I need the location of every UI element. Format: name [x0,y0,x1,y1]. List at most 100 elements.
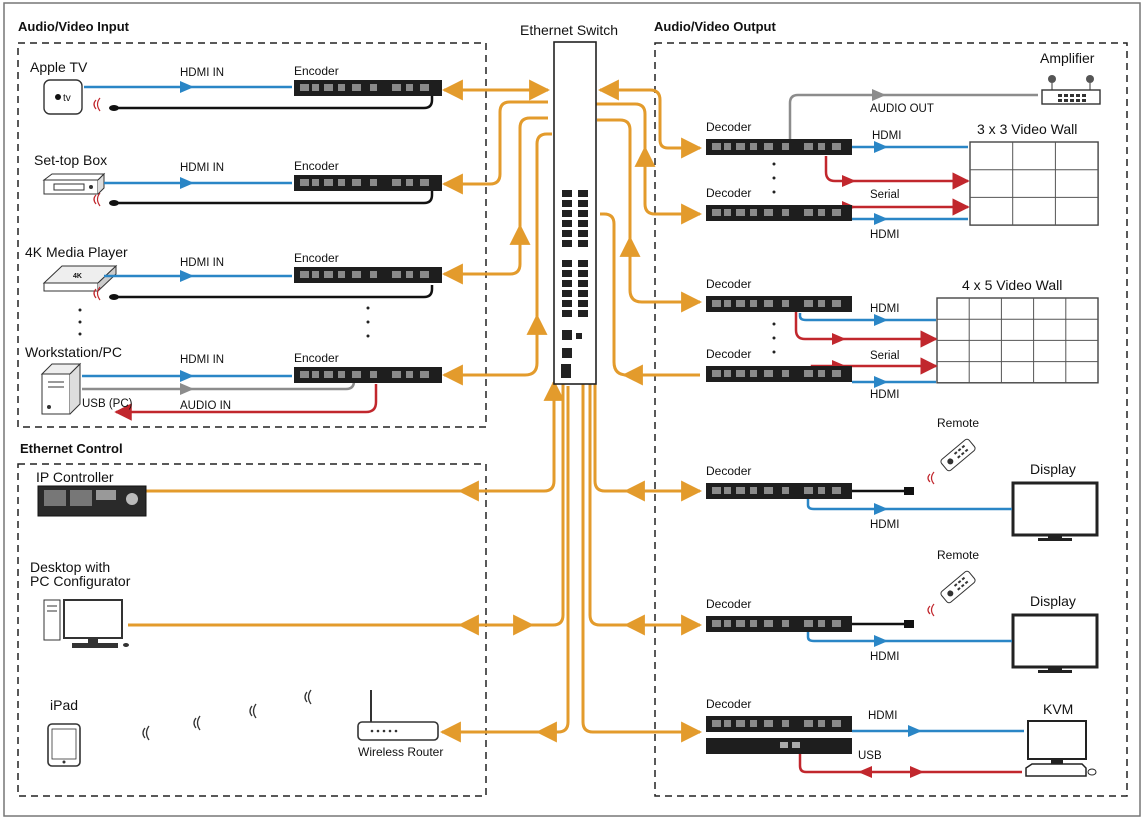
decoder-5 [706,483,852,499]
encoder-3-label: Encoder [294,251,339,265]
decoder-2-label: Decoder [706,186,751,200]
decoder-5-label: Decoder [706,464,751,478]
decoder-1-label: Decoder [706,120,751,134]
audio-out-link [788,93,1038,140]
display-label-2: Display [1030,593,1076,609]
encoder-1-label: Encoder [294,64,339,78]
remote-icon-1 [940,438,976,472]
ip-controller-label: IP Controller [36,469,114,485]
hdmi-in-label-3: HDMI IN [180,257,224,269]
amplifier-label: Amplifier [1040,50,1095,66]
ir-wave-marks [93,97,101,301]
svg-text:4K: 4K [73,273,82,280]
hdmi-label-w4: HDMI [870,389,899,401]
usb-pc-arrow [180,383,194,395]
decoder-2 [706,205,852,221]
kvm-usb-arrow-left [858,766,872,778]
media-player-label: 4K Media Player [25,244,128,260]
display-hdmi-links [806,497,1012,643]
encoder-3 [294,267,442,283]
wireless-router-label: Wireless Router [358,745,443,759]
video-wall-3x3-label: 3 x 3 Video Wall [977,121,1077,137]
more-decoders-dots [772,162,776,354]
desktop-pc-icon [43,599,129,648]
encoder-1 [294,80,442,96]
desktop-label-line1: Desktop with [30,559,110,575]
audio-in-label: AUDIO IN [180,400,231,412]
av-input-title: Audio/Video Input [18,19,130,34]
decoder-4-label: Decoder [706,347,751,361]
kvm-icon [1025,720,1097,777]
audio-in-link [114,384,378,421]
control-section-box [17,463,487,797]
hdmi-label-w1: HDMI [872,130,901,142]
kvm-hdmi-arrow [908,725,922,737]
wireless-router-icon [357,690,439,741]
remote-label-1: Remote [937,416,979,430]
video-wall-4x5 [936,297,1099,384]
encoder-4 [294,367,442,383]
serial-label-w1: Serial [870,189,899,201]
serial-label-w2: Serial [870,350,899,362]
ip-controller-icon [37,485,147,517]
decoder-1 [706,139,852,155]
kvm-usb-extender [706,738,852,754]
hdmi-label-d2: HDMI [870,651,899,663]
hdmi-label-w3: HDMI [870,303,899,315]
display-icon-1 [1011,481,1099,541]
kvm-usb-arrow-right [910,766,924,778]
ir-receivers [904,487,914,628]
workstation-icon [40,362,82,415]
media-player-icon: 4K [42,264,118,292]
encoder-2-label: Encoder [294,159,339,173]
ethernet-switch [553,41,597,385]
hdmi-label-d1: HDMI [870,519,899,531]
wifi-wave-icons [142,689,312,741]
ir-emitter-heads [109,105,119,300]
ipad-label: iPad [50,697,78,713]
display-icon-2 [1011,613,1099,673]
hdmi-in-label-4: HDMI IN [180,354,224,366]
kvm-label: KVM [1043,701,1073,717]
display-label-1: Display [1030,461,1076,477]
more-sources-dots [78,306,370,338]
decoder-3-label: Decoder [706,277,751,291]
usb-label-kvm: USB [858,750,882,762]
decoder-7-label: Decoder [706,697,751,711]
svg-text:tv: tv [63,93,71,104]
ethernet-switch-label: Ethernet Switch [520,22,618,38]
ethernet-links [128,79,703,743]
hdmi-label-kvm: HDMI [868,710,897,722]
remote-ir-waves [927,471,935,617]
hdmi-in-label-1: HDMI IN [180,67,224,79]
display-hdmi-arrow-1 [874,503,888,515]
set-top-box-label: Set-top Box [34,152,107,168]
audio-out-label: AUDIO OUT [870,103,934,115]
encoder-2 [294,175,442,191]
decoder-6-label: Decoder [706,597,751,611]
decoder-3 [706,296,852,312]
decoder-7 [706,716,852,732]
hdmi-in-arrows [180,81,194,382]
set-top-box-icon [42,172,106,195]
ethernet-control-title: Ethernet Control [20,441,123,456]
ir-receiver-cables [852,489,906,626]
display-hdmi-arrow-2 [874,635,888,647]
decoder-6 [706,616,852,632]
usb-pc-label: USB (PC) [82,398,133,410]
apple-tv-label: Apple TV [30,59,88,75]
ipad-icon [47,723,81,767]
hdmi-label-w2: HDMI [870,229,899,241]
video-wall-4x5-label: 4 x 5 Video Wall [962,277,1062,293]
hdmi-in-label-2: HDMI IN [180,162,224,174]
av-output-title: Audio/Video Output [654,19,776,34]
encoder-4-label: Encoder [294,351,339,365]
hdmi-in-links [82,85,292,378]
audio-out-arrow [872,89,886,101]
outer-frame [3,2,1141,817]
video-wall-3x3 [969,141,1099,226]
remote-label-2: Remote [937,548,979,562]
decoder-4 [706,366,852,382]
remote-icon-2 [940,570,976,604]
